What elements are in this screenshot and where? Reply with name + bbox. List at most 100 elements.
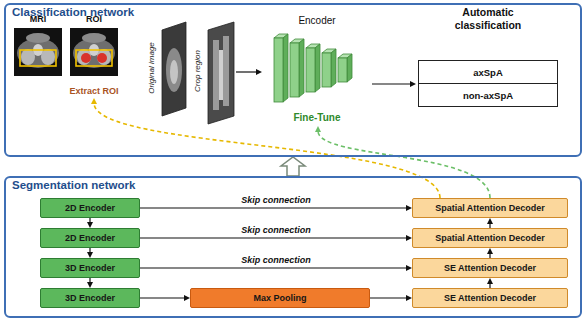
node-label: 3D Encoder: [65, 263, 115, 273]
edge-label: Skip connection: [239, 195, 313, 206]
layer-side: [299, 39, 304, 97]
connector: [487, 248, 493, 258]
node-label: Encoder: [262, 15, 372, 26]
arrow-line: [370, 297, 407, 298]
node-label: 2D Encoder: [65, 203, 115, 213]
layer-front: [274, 38, 283, 102]
roi-image: [70, 28, 118, 76]
decoder-box: Spatial Attention Decoder: [412, 198, 568, 218]
slab-tissue: [223, 36, 229, 106]
layer-side: [283, 34, 288, 102]
roi-frame: [20, 50, 56, 66]
slab-bone: [170, 60, 178, 84]
connector: [87, 248, 93, 258]
node-label: Spatial Attention Decoder: [435, 203, 545, 213]
connector: [487, 278, 493, 288]
layer-front: [322, 53, 331, 87]
encoder-box: 2D Encoder: [40, 228, 140, 248]
arrow-line: [236, 71, 257, 72]
hollow-arrow: [281, 157, 305, 176]
bone-shape: [97, 49, 111, 65]
slab-face: [162, 22, 186, 116]
edge-label: Skip connection: [239, 255, 313, 266]
output-group: Automatic classification axSpA non-axSpA: [416, 6, 560, 114]
arrow-line: [140, 207, 407, 208]
arrow-head: [487, 218, 493, 224]
edge-label: Skip connection: [239, 225, 313, 236]
network-panel: Classification networkMRIROIExtract ROIO…: [4, 3, 582, 157]
node-label: 2D Encoder: [65, 233, 115, 243]
original-slab: [162, 22, 186, 116]
crop-slab: [208, 22, 234, 124]
mri-ground: [70, 28, 118, 76]
connector: [372, 81, 416, 87]
node-label: axSpA: [473, 67, 503, 78]
node-label: Crop region: [192, 16, 204, 126]
image-slab: Original image: [146, 16, 188, 120]
layer-front: [338, 58, 347, 82]
arrow-line: [140, 297, 185, 298]
node-label: non-axSpA: [463, 90, 513, 101]
bone-shape: [21, 49, 35, 65]
connector: [91, 98, 440, 198]
tissue-shape: [26, 33, 50, 43]
dashed-link: [94, 103, 440, 198]
encoder-figure: [274, 34, 352, 102]
encoder-block: EncoderFine-Tune: [262, 14, 372, 126]
node-sublabel: Fine-Tune: [262, 112, 372, 123]
layer-front: [306, 48, 315, 92]
class-box: axSpA: [418, 60, 558, 84]
arrow-line: [140, 267, 407, 268]
connector: [370, 295, 412, 301]
roi-mask: [81, 53, 91, 63]
node-label: MRI: [12, 14, 64, 24]
layer-front: [290, 43, 299, 97]
dashed-link: [318, 131, 490, 198]
node-label: Original image: [146, 16, 158, 120]
arrow-head: [487, 248, 493, 254]
slab-tissue: [213, 40, 219, 110]
node-label: Automatic classification: [416, 6, 560, 31]
decoder-box: SE Attention Decoder: [412, 288, 568, 308]
mri-image: [14, 28, 62, 76]
node-label: SE Attention Decoder: [444, 263, 536, 273]
layer-side: [331, 49, 336, 87]
arrow-head: [256, 69, 262, 75]
roi-mask: [97, 53, 107, 63]
connector: [87, 278, 93, 288]
arrow-head: [487, 278, 493, 284]
mri-ground: [14, 28, 62, 76]
connector: [236, 69, 262, 75]
connector: [140, 295, 190, 301]
node-label: Spatial Attention Decoder: [435, 233, 545, 243]
arrow-head: [410, 81, 416, 87]
arrow-head: [315, 126, 321, 132]
tissue-shape: [82, 33, 106, 43]
pooling-box: Max Pooling: [190, 288, 370, 308]
decoder-box: Spatial Attention Decoder: [412, 228, 568, 248]
image-slab: Crop region: [192, 16, 236, 126]
slab-bone: [219, 50, 223, 100]
connector: [87, 218, 93, 228]
arrow-line: [140, 237, 407, 238]
image-panel: MRI: [12, 14, 64, 80]
image-panel: ROI Extract ROI: [64, 14, 123, 98]
encoder-box: 3D Encoder: [40, 258, 140, 278]
connector: [281, 157, 305, 176]
node-label: SE Attention Decoder: [444, 293, 536, 303]
bone-shape: [77, 49, 91, 65]
node-sublabel: Extract ROI: [64, 86, 123, 96]
encoder-box: 2D Encoder: [40, 198, 140, 218]
slab-face: [208, 22, 234, 124]
encoder-box: 3D Encoder: [40, 288, 140, 308]
slab-tissue: [166, 48, 182, 92]
bone-shape: [41, 49, 55, 65]
node-label: Segmentation network: [12, 179, 135, 191]
connector: [315, 126, 490, 198]
arrow-line: [372, 83, 411, 84]
decoder-box: SE Attention Decoder: [412, 258, 568, 278]
node-label: ROI: [64, 14, 123, 24]
class-box: non-axSpA: [418, 83, 558, 107]
connector: [487, 218, 493, 228]
